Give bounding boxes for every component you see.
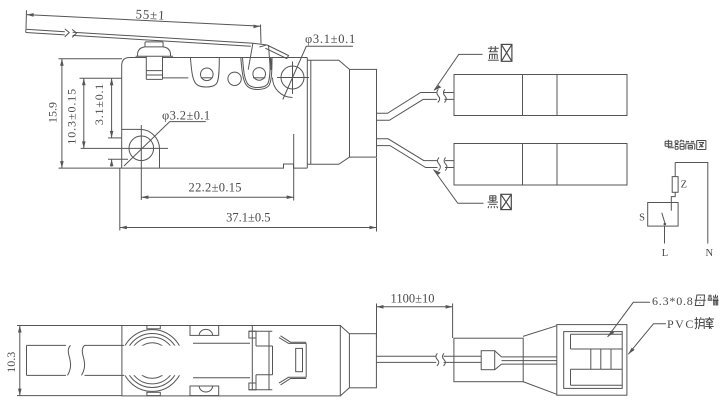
svg-text:N: N: [706, 248, 714, 259]
svg-text:φ3.1±0.1: φ3.1±0.1: [305, 32, 356, 46]
svg-text:Z: Z: [681, 180, 687, 191]
svg-text:10.3±0.15: 10.3±0.15: [65, 88, 79, 145]
svg-text:10.3: 10.3: [4, 352, 18, 373]
svg-text:S: S: [639, 213, 645, 224]
svg-text:15.9: 15.9: [46, 102, 60, 123]
svg-text:6.3*0.8: 6.3*0.8: [652, 294, 694, 308]
svg-text:3.1±0.1: 3.1±0.1: [92, 83, 106, 125]
svg-text:55±1: 55±1: [135, 6, 166, 22]
svg-text:PVC: PVC: [667, 317, 695, 331]
svg-text:φ3.2±0.1: φ3.2±0.1: [162, 108, 211, 122]
svg-text:L: L: [662, 248, 668, 259]
svg-text:1100±10: 1100±10: [391, 291, 435, 305]
svg-text:37.1±0.5: 37.1±0.5: [226, 211, 270, 225]
svg-text:22.2±0.15: 22.2±0.15: [189, 181, 242, 195]
